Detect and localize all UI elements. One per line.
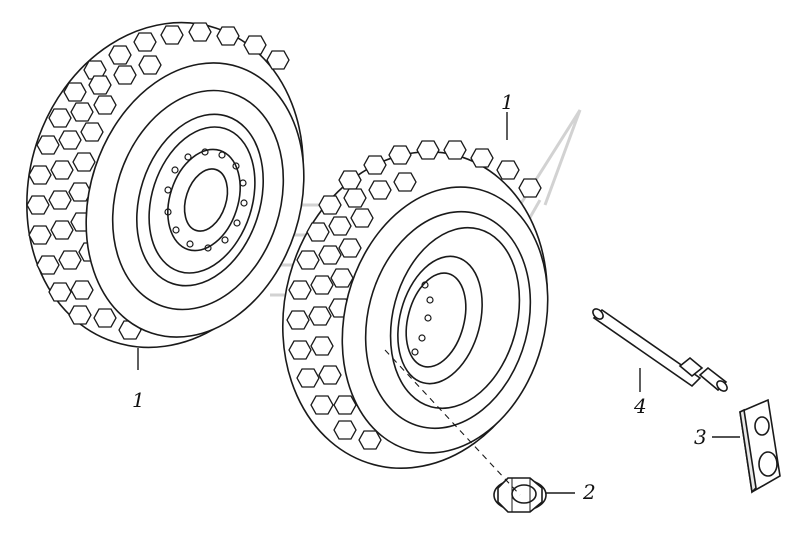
- axle-rod: [592, 308, 728, 392]
- callout-2-nut: 2: [583, 480, 596, 504]
- callout-3-plate: 3: [694, 425, 707, 449]
- lock-plate: [739, 398, 781, 494]
- wheel-right: [281, 140, 549, 469]
- callout-1-right-wheel: 1: [501, 90, 514, 114]
- callout-1-left-wheel: 1: [132, 388, 145, 412]
- leader-lines: [137, 112, 740, 496]
- wheel-left: [26, 21, 305, 349]
- callout-4-rod: 4: [634, 394, 647, 418]
